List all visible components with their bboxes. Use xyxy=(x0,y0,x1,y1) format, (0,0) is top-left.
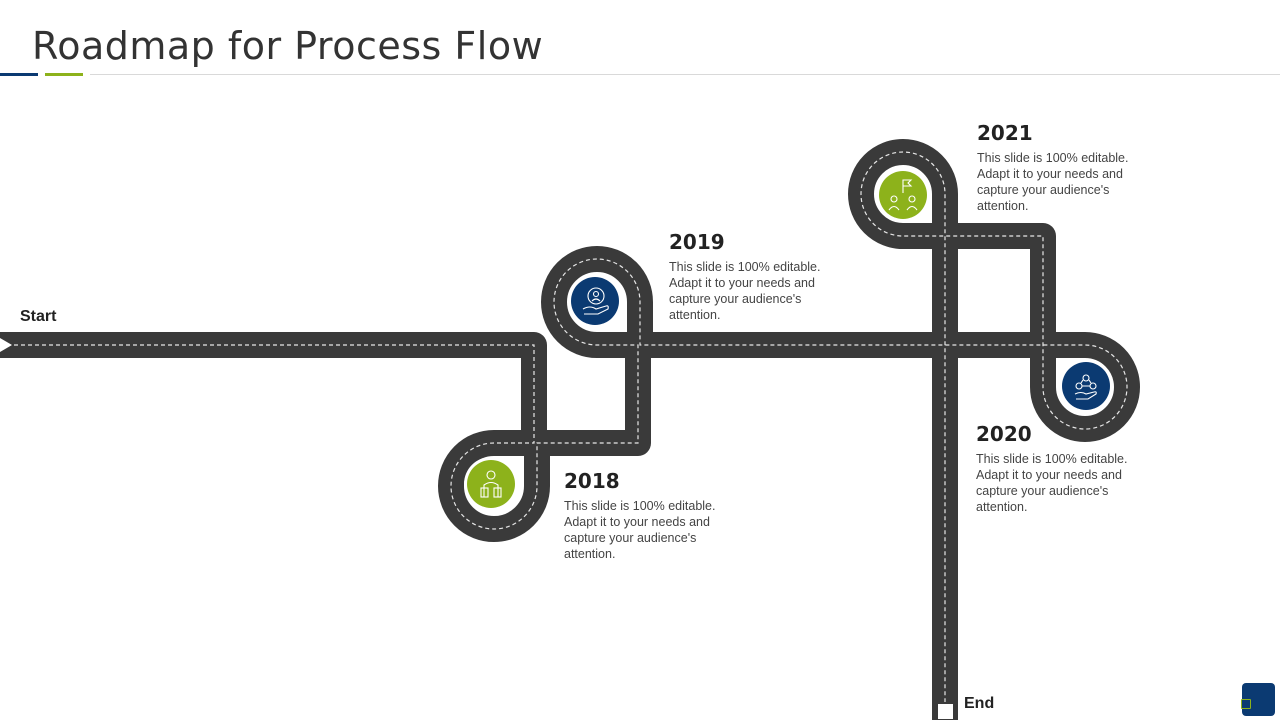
start-arrow-icon xyxy=(0,338,12,352)
start-label: Start xyxy=(20,308,57,325)
end-label: End xyxy=(964,695,995,712)
milestone-year: 2021 xyxy=(977,121,1033,145)
team-with-flag-icon xyxy=(888,179,918,211)
milestone-description: This slide is 100% editable. Adapt it to… xyxy=(977,151,1129,213)
hand-with-idea-icon xyxy=(582,287,609,315)
milestone-2020: 2020 This slide is 100% editable. Adapt … xyxy=(976,422,1136,515)
milestone-2021: 2021 This slide is 100% editable. Adapt … xyxy=(977,121,1137,214)
milestone-description: This slide is 100% editable. Adapt it to… xyxy=(976,452,1128,514)
corner-square-icon xyxy=(1241,699,1251,709)
milestone-2018: 2018 This slide is 100% editable. Adapt … xyxy=(564,469,724,562)
milestone-circle-2021 xyxy=(879,171,927,219)
milestone-year: 2020 xyxy=(976,422,1032,446)
person-with-boxes-icon xyxy=(480,470,502,498)
milestone-marker-2018 xyxy=(464,457,518,511)
milestone-marker-2020 xyxy=(1059,359,1113,413)
milestone-marker-2019 xyxy=(568,274,622,328)
milestone-circle-2019 xyxy=(571,277,619,325)
milestone-circle-2018 xyxy=(467,460,515,508)
milestone-year: 2019 xyxy=(669,230,725,254)
milestone-description: This slide is 100% editable. Adapt it to… xyxy=(564,499,716,561)
header-divider xyxy=(90,74,1280,75)
accent-bar-blue xyxy=(0,73,38,76)
milestone-2019: 2019 This slide is 100% editable. Adapt … xyxy=(669,230,829,323)
hand-with-network-icon xyxy=(1074,374,1097,400)
milestone-description: This slide is 100% editable. Adapt it to… xyxy=(669,260,821,322)
milestone-marker-2021 xyxy=(876,168,930,222)
accent-bar-green xyxy=(45,73,83,76)
milestone-year: 2018 xyxy=(564,469,620,493)
end-marker xyxy=(936,702,955,720)
road-path xyxy=(0,139,1140,720)
page-title: Roadmap for Process Flow xyxy=(32,24,544,68)
